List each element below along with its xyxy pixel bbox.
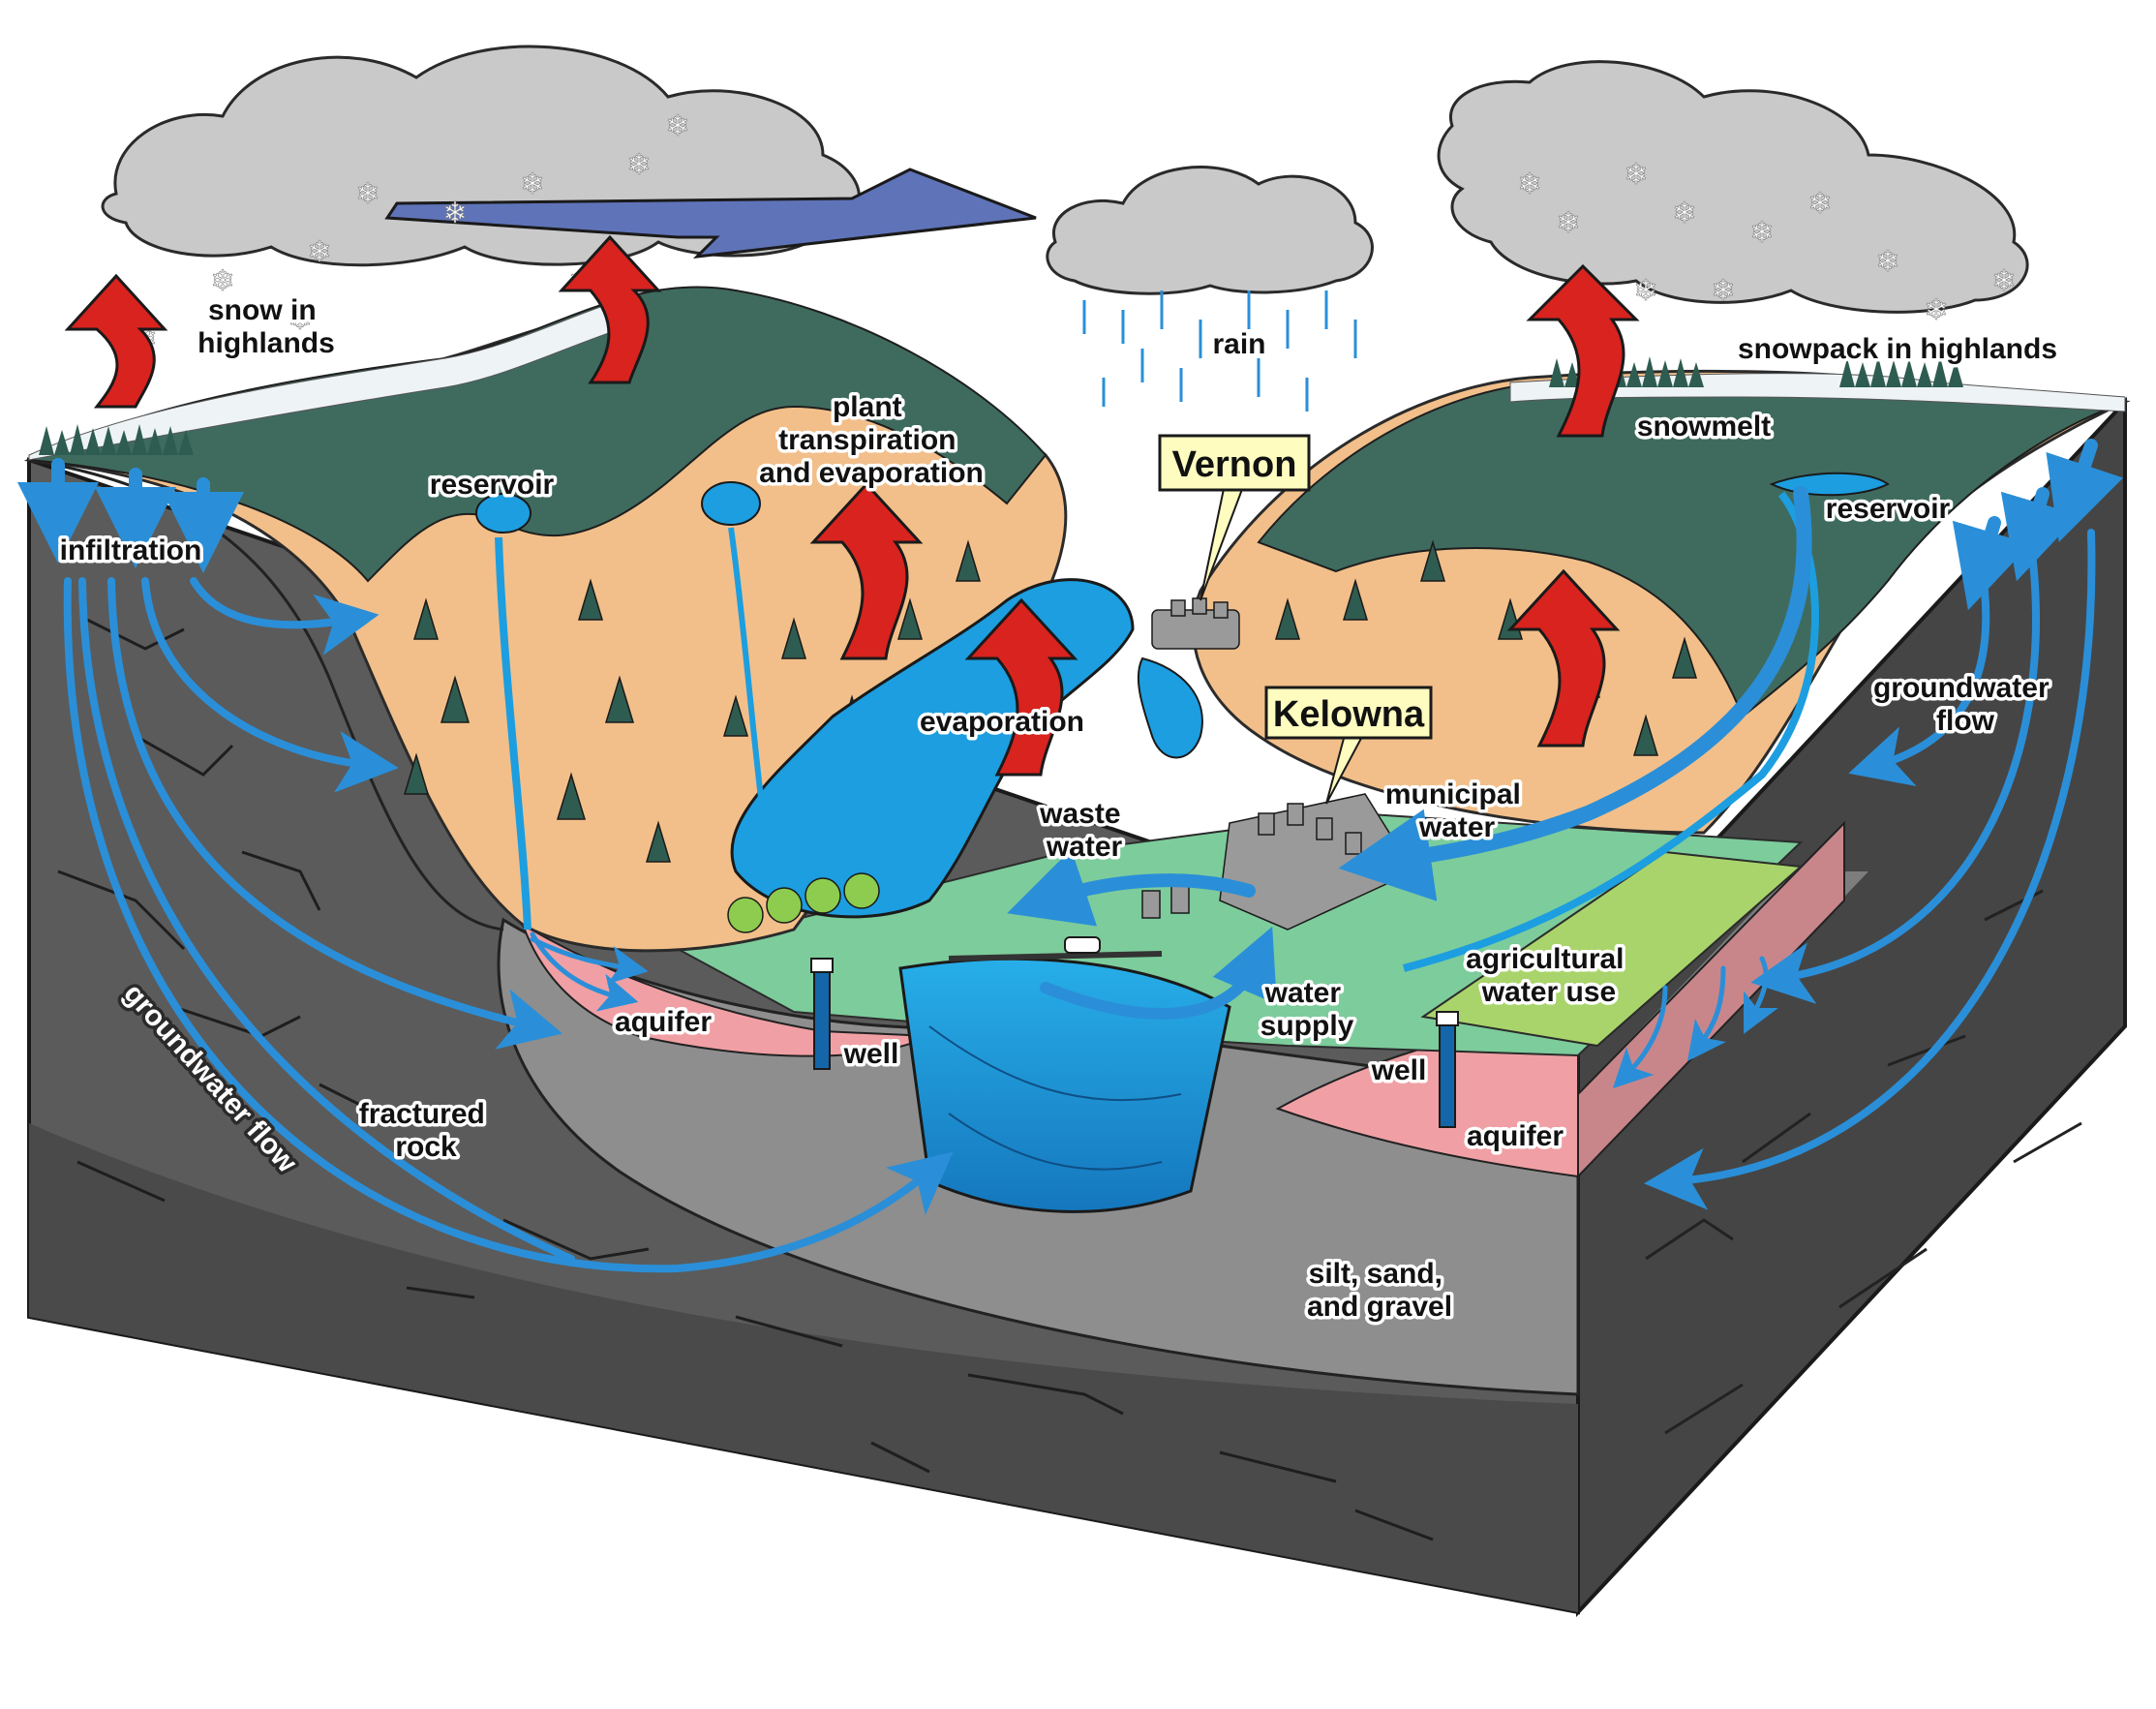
svg-text:❄: ❄: [1807, 187, 1832, 221]
gw-flow-arrow-3: [107, 577, 563, 1050]
heat-arrow-4: [964, 597, 1078, 777]
svg-text:❄: ❄: [355, 177, 380, 211]
label-agricultural-water-use: agricultural water use: [1466, 943, 1632, 1008]
heat-arrow-6: [1506, 568, 1621, 748]
label-well-right: well: [1371, 1054, 1427, 1086]
svg-text:❄: ❄: [1749, 216, 1774, 250]
label-snowmelt: snowmelt: [1637, 411, 1771, 443]
label-groundwater-flow-right: groundwater flow: [1873, 672, 2057, 737]
heat-arrow-2: [558, 234, 662, 384]
well-right: [1436, 1011, 1459, 1128]
svg-text:❄: ❄: [520, 168, 544, 201]
label-rain: rain: [1212, 328, 1265, 360]
cloud-center: [1046, 166, 1374, 295]
label-well-left: well: [843, 1038, 899, 1070]
deciduous-trees: [727, 872, 880, 933]
label-municipal-water: municipal water: [1385, 778, 1529, 843]
bedrock-layer: [29, 1123, 1578, 1612]
lake-north-arm: [1137, 656, 1203, 759]
stream-left-1: [495, 536, 531, 931]
flow-arrows: [17, 439, 2124, 1273]
landscape: [23, 286, 2131, 1213]
city-label-vernon: Vernon: [1172, 444, 1297, 485]
svg-text:❄: ❄: [665, 109, 689, 143]
gw-flow-arrow-2: [141, 577, 399, 793]
waste-water-arrow: [1007, 848, 1256, 927]
svg-text:❄: ❄: [626, 148, 651, 182]
label-aquifer-right: aquifer: [1467, 1120, 1564, 1152]
reservoir-left-b: [701, 481, 761, 526]
reservoir-left-a: [475, 493, 531, 534]
heat-arrow-1: [64, 273, 168, 409]
svg-text:❄: ❄: [1517, 168, 1541, 201]
gw-flow-arrow-1: [190, 577, 380, 656]
evaporation-arrows: [64, 234, 1640, 777]
city-label-kelowna: Kelowna: [1273, 694, 1425, 735]
svg-text:❄: ❄: [1556, 206, 1580, 240]
town-vernon: [1151, 597, 1240, 650]
svg-text:❄: ❄: [1633, 274, 1657, 308]
wind-arrow: [384, 168, 1037, 259]
label-silt-sand-gravel: silt, sand, and gravel: [1307, 1258, 1452, 1323]
label-reservoir-right: reservoir: [1826, 493, 1951, 525]
gw-flow-arrow-right-3: [1644, 529, 2096, 1210]
rain-drops: [1082, 290, 1357, 412]
municipal-water-arrow: [1338, 486, 1812, 901]
bridge: [948, 951, 1163, 961]
svg-text:❄: ❄: [1624, 158, 1648, 192]
label-snow-in-highlands: snow in highlands: [197, 294, 335, 359]
gw-flow-arrow-4: [78, 577, 575, 1263]
svg-text:❄: ❄: [288, 303, 312, 337]
svg-text:❄: ❄: [442, 197, 467, 230]
gw-flow-arrow-right-1: [1848, 587, 1990, 786]
farm-fields: [1420, 850, 1804, 1048]
callout-kelowna: Kelowna: [1264, 686, 1433, 805]
svg-text:❄: ❄: [1875, 245, 1899, 279]
label-plant-transpiration: plant transpiration and evaporation: [759, 391, 984, 489]
gw-flow-arrow-5: [63, 577, 954, 1273]
label-snowpack-in-highlands: snowpack in highlands: [1738, 333, 2057, 365]
rock-fractures: [57, 618, 1434, 1541]
label-waste-water: waste water: [1039, 798, 1129, 863]
cloud-right: [1437, 60, 2029, 314]
label-aquifer-left: aquifer: [615, 1006, 712, 1038]
label-evaporation: evaporation: [920, 706, 1084, 738]
gw-flow-arrow-right-2: [1750, 558, 2040, 1004]
svg-text:❄: ❄: [1924, 293, 1948, 327]
well-left: [810, 958, 834, 1070]
heat-arrow-5: [1526, 263, 1640, 438]
car-icon: [1064, 936, 1101, 954]
svg-text:❄: ❄: [307, 235, 331, 269]
svg-text:❄: ❄: [1711, 274, 1735, 308]
stream-left-2: [728, 527, 777, 901]
water-supply-arrow: [1040, 926, 1277, 1020]
svg-text:❄: ❄: [210, 264, 234, 298]
callout-vernon: Vernon: [1158, 434, 1311, 601]
label-fractured-rock: fractured rock: [359, 1098, 493, 1163]
label-reservoir-left: reservoir: [430, 469, 555, 501]
heat-arrow-3: [809, 481, 924, 660]
svg-text:❄: ❄: [1672, 197, 1696, 230]
label-water-supply: water supply: [1260, 977, 1354, 1042]
label-infiltration: infiltration: [60, 534, 202, 566]
svg-text:❄: ❄: [1991, 264, 2016, 298]
